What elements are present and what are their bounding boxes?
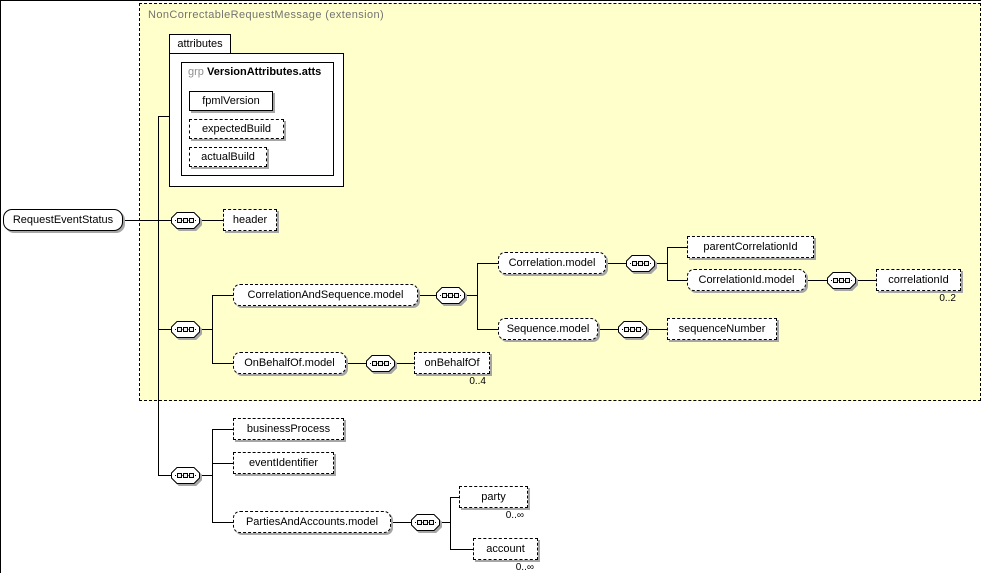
connector-line <box>212 522 233 523</box>
element-requesteventstatus[interactable]: RequestEventStatus <box>3 209 123 231</box>
connector-line <box>450 497 451 550</box>
occurs-label-party: 0..∞ <box>505 510 524 521</box>
connector-line <box>806 280 827 281</box>
connector-line <box>212 295 213 364</box>
connector-line <box>450 497 459 498</box>
model-correlation[interactable]: Correlation.model <box>498 252 606 274</box>
connector-line <box>200 220 223 221</box>
connector-line <box>440 522 450 523</box>
connector-line <box>856 280 876 281</box>
attribute-actualbuild[interactable]: actualBuild <box>189 147 267 167</box>
element-account[interactable]: account <box>473 538 538 560</box>
sequence-icon <box>171 321 200 338</box>
sequence-icon <box>436 287 465 304</box>
connector-line <box>158 116 159 476</box>
connector-line <box>647 329 667 330</box>
connector-line <box>158 116 169 117</box>
connector-line <box>212 429 233 430</box>
attributes-tab: attributes <box>169 34 231 54</box>
attribute-expectedbuild[interactable]: expectedBuild <box>189 119 284 139</box>
connector-line <box>212 463 233 464</box>
connector-line <box>655 263 667 264</box>
occurs-label-onbehalfof: 0..4 <box>469 376 486 387</box>
connector-line <box>667 247 687 248</box>
element-header[interactable]: header <box>223 209 277 231</box>
element-correlationid[interactable]: correlationId <box>876 269 961 291</box>
extension-label: NonCorrectableRequestMessage (extension) <box>148 9 385 21</box>
connector-line <box>158 475 171 476</box>
connector-line <box>477 263 478 330</box>
connector-line <box>123 220 171 221</box>
connector-line <box>212 295 233 296</box>
sequence-icon <box>618 321 647 338</box>
sequence-icon <box>171 212 200 229</box>
connector-line <box>395 363 414 364</box>
connector-line <box>477 329 498 330</box>
connector-line <box>212 363 233 364</box>
sequence-icon <box>626 255 655 272</box>
sequence-icon <box>366 355 395 372</box>
element-businessprocess[interactable]: businessProcess <box>233 418 344 440</box>
element-sequencenumber[interactable]: sequenceNumber <box>667 318 777 340</box>
element-party[interactable]: party <box>459 486 528 508</box>
model-correlation-and-sequence[interactable]: CorrelationAndSequence.model <box>233 284 418 306</box>
connector-line <box>667 247 668 281</box>
connector-line <box>477 263 498 264</box>
connector-line <box>200 329 212 330</box>
connector-line <box>465 295 477 296</box>
sequence-icon <box>827 272 856 289</box>
connector-line <box>212 429 213 523</box>
sequence-icon <box>411 514 440 531</box>
model-onbehalfof[interactable]: OnBehalfOf.model <box>233 352 346 374</box>
connector-line <box>158 329 171 330</box>
occurs-label-correlationid: 0..2 <box>939 293 956 304</box>
connector-line <box>200 475 212 476</box>
connector-line <box>418 295 436 296</box>
model-correlationid[interactable]: CorrelationId.model <box>687 269 806 291</box>
attribute-fpmlversion[interactable]: fpmlVersion <box>189 91 273 111</box>
connector-line <box>667 280 687 281</box>
connector-line <box>391 522 411 523</box>
attribute-group-label: grp VersionAttributes.atts <box>188 66 321 78</box>
connector-line <box>450 549 473 550</box>
model-partiesandaccounts[interactable]: PartiesAndAccounts.model <box>233 511 391 533</box>
connector-line <box>606 263 626 264</box>
group-keyword: grp <box>188 66 204 78</box>
sequence-icon <box>171 467 200 484</box>
element-onbehalfof[interactable]: onBehalfOf <box>414 352 490 374</box>
occurs-label-account: 0..∞ <box>515 562 534 573</box>
model-sequence[interactable]: Sequence.model <box>498 318 598 340</box>
connector-line <box>346 363 366 364</box>
group-name: VersionAttributes.atts <box>206 66 322 78</box>
element-eventidentifier[interactable]: eventIdentifier <box>233 452 334 474</box>
connector-line <box>598 329 618 330</box>
element-parentcorrelationid[interactable]: parentCorrelationId <box>687 236 814 258</box>
